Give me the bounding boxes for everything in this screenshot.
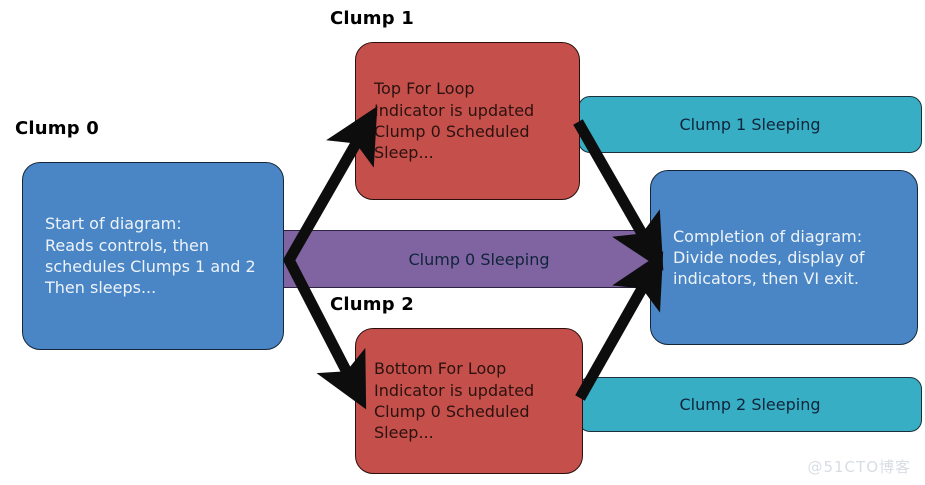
clump0-start-node[interactable]: Start of diagram: Reads controls, then s… xyxy=(22,162,284,350)
clump1-work-node[interactable]: Top For Loop Indicator is updated Clump … xyxy=(355,42,580,200)
clump1-work-node-text: Top For Loop Indicator is updated Clump … xyxy=(374,79,535,163)
clump0-label: Clump 0 xyxy=(15,118,100,139)
clump1-sleeping-bar: Clump 1 Sleeping xyxy=(578,96,922,153)
completion-node-text: Completion of diagram: Divide nodes, dis… xyxy=(673,226,865,289)
watermark: @51CTO博客 xyxy=(807,458,911,476)
clump0-start-node-text: Start of diagram: Reads controls, then s… xyxy=(45,214,256,298)
clump2-label: Clump 2 xyxy=(330,294,415,315)
clump2-sleeping-bar: Clump 2 Sleeping xyxy=(578,377,922,432)
clump0-sleeping-bar: Clump 0 Sleeping xyxy=(284,230,674,288)
clump2-work-node-text: Bottom For Loop Indicator is updated Clu… xyxy=(374,359,535,443)
clump2-work-node[interactable]: Bottom For Loop Indicator is updated Clu… xyxy=(355,328,583,474)
clump1-sleeping-label: Clump 1 Sleeping xyxy=(679,115,821,134)
clump1-label: Clump 1 xyxy=(330,8,415,29)
clump0-sleeping-label: Clump 0 Sleeping xyxy=(408,249,550,269)
completion-node[interactable]: Completion of diagram: Divide nodes, dis… xyxy=(650,170,918,345)
clump2-sleeping-label: Clump 2 Sleeping xyxy=(679,395,821,414)
